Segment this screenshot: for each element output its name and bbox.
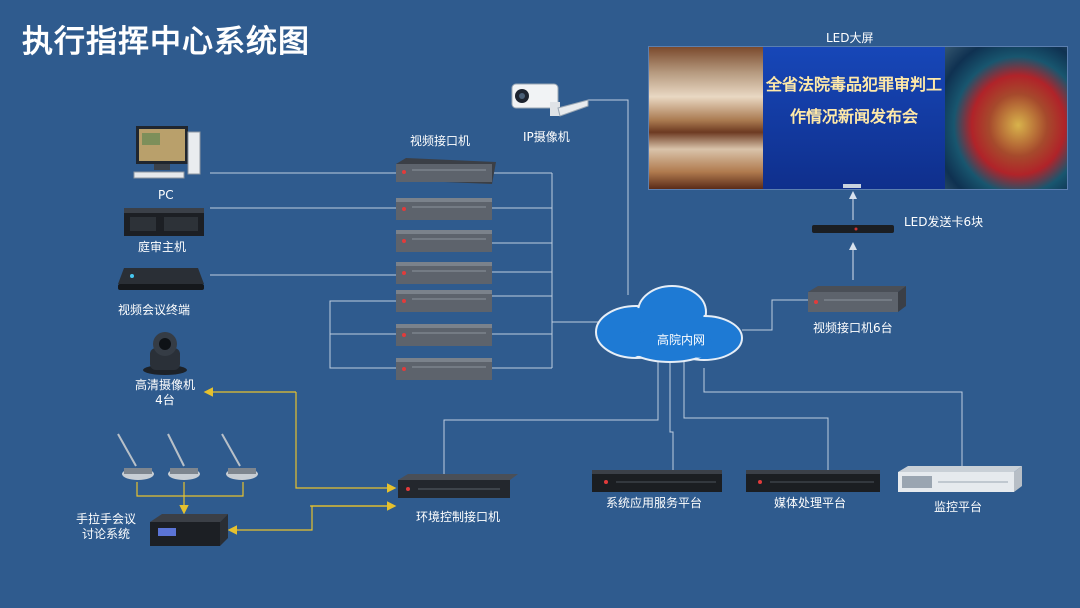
hd-camera-label-line1: 高清摄像机 [134, 378, 195, 392]
led-right-panel [945, 47, 1067, 189]
discussion-microphones-icon [117, 433, 258, 480]
video-interface-units [396, 158, 496, 380]
rack-unit-6 [396, 324, 492, 346]
ip-camera-icon [511, 83, 589, 117]
video-interface-6-icon [808, 286, 906, 312]
discussion-system-label: 手拉手会议 讨论系统 [66, 512, 146, 542]
media-platform-icon [746, 470, 880, 492]
led-left-panel [649, 47, 763, 189]
video-conference-terminal-icon [118, 268, 204, 290]
led-screen: 全省法院毒品犯罪审判工作情况新闻发布会 [648, 46, 1068, 190]
hd-camera-icon [143, 332, 187, 375]
network-label: 高院内网 [657, 333, 706, 347]
env-control-icon [398, 474, 518, 498]
monitor-platform-label: 监控平台 [934, 500, 983, 514]
rack-unit-4 [396, 262, 492, 284]
microphone-1 [117, 433, 154, 480]
media-platform-label: 媒体处理平台 [774, 496, 847, 510]
video-conference-terminal-label: 视频会议终端 [118, 303, 191, 317]
led-screen-text: 全省法院毒品犯罪审判工作情况新闻发布会 [765, 75, 942, 126]
microphone-3 [221, 433, 258, 480]
rack-unit-5 [396, 290, 492, 312]
led-middle-panel [763, 47, 945, 189]
discussion-system-line2: 讨论系统 [81, 527, 130, 541]
led-sender-icon [812, 225, 894, 233]
env-control-label: 环境控制接口机 [416, 510, 501, 524]
rack-unit-2 [396, 198, 492, 220]
video-interface-6-label: 视频接口机6台 [813, 321, 893, 335]
pc-icon [133, 126, 201, 179]
discussion-host-icon [150, 514, 228, 546]
hd-camera-label-line2: 4台 [155, 393, 175, 407]
network-cloud-icon [595, 285, 743, 363]
video-interface-label: 视频接口机 [410, 134, 471, 148]
app-server-icon [592, 470, 722, 492]
control-links [136, 387, 397, 535]
court-host-label: 庭审主机 [138, 240, 187, 254]
rack-unit-3 [396, 230, 492, 252]
network-links [210, 99, 963, 474]
discussion-system-line1: 手拉手会议 [75, 512, 136, 526]
rack-unit-7 [396, 358, 492, 380]
court-host-icon [124, 208, 204, 236]
app-server-label: 系统应用服务平台 [606, 496, 703, 510]
led-screen-label: LED大屏 [826, 31, 874, 45]
hd-camera-label: 高清摄像机 4台 [128, 378, 202, 408]
microphone-2 [167, 433, 200, 480]
ip-camera-label: IP摄像机 [523, 130, 570, 144]
rack-unit-1 [396, 158, 496, 184]
pc-label: PC [158, 188, 174, 202]
monitor-platform-icon [898, 466, 1022, 492]
page-title: 执行指挥中心系统图 [22, 24, 310, 60]
led-stand [843, 184, 861, 188]
led-sender-label: LED发送卡6块 [904, 215, 984, 229]
